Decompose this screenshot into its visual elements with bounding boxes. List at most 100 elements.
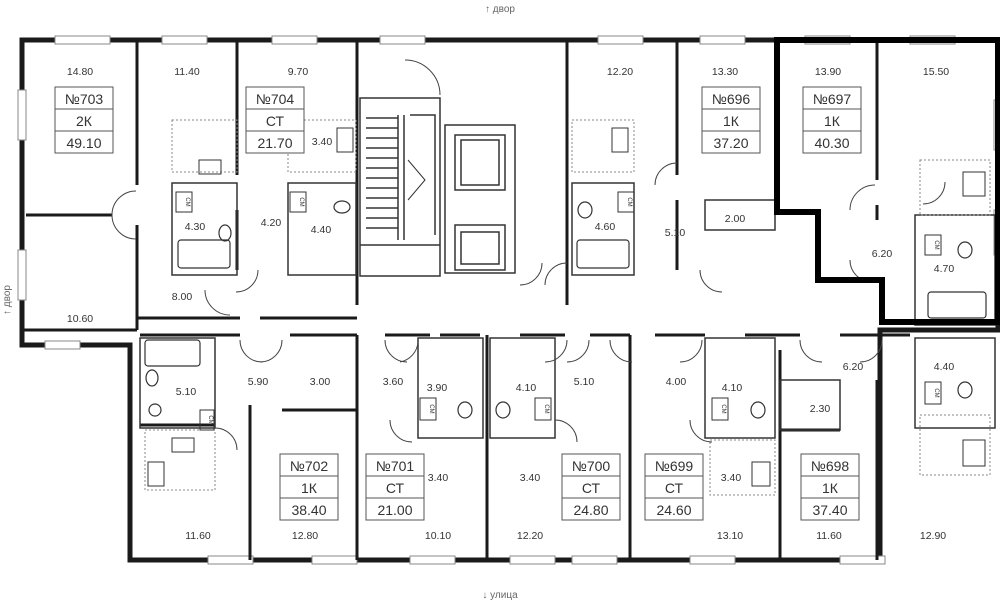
washer-icons: [175, 191, 942, 431]
apt-704-type: СТ: [266, 113, 285, 129]
apt-699-number: №699: [655, 458, 694, 474]
apt-696-number: №696: [712, 91, 751, 107]
kitchen-counters: [144, 119, 991, 496]
room-area: 5.10: [176, 386, 197, 398]
apt-699-type: СТ: [665, 480, 684, 496]
apartment-label-boxes: [54, 86, 862, 521]
room-area: 3.00: [310, 376, 331, 388]
apartment-label-703[interactable]: [54, 86, 114, 154]
apt-698-number: №698: [811, 458, 850, 474]
apartment-label-699[interactable]: [644, 453, 704, 521]
washer-labels: СМ СМ СМ СМ СМ СМ СМ СМ СМ: [184, 197, 939, 424]
washer-label: СМ: [543, 404, 549, 413]
apt-704-number: №704: [256, 91, 295, 107]
washer-label: СМ: [184, 197, 190, 206]
room-area: 8.00: [172, 291, 193, 303]
room-area: 6.20: [843, 361, 864, 373]
room-area: 4.20: [261, 217, 282, 229]
room-area: 6.20: [872, 248, 893, 260]
room-area: 4.00: [666, 376, 687, 388]
room-area: 15.50: [923, 66, 949, 78]
room-area: 2.30: [810, 403, 831, 415]
apt-701-area: 21.00: [377, 502, 412, 518]
apartment-label-702[interactable]: [279, 453, 339, 521]
room-area-labels: 14.80 11.40 9.70 3.40 12.20 13.30 13.90 …: [67, 66, 955, 542]
room-area: 11.60: [816, 530, 842, 542]
interior-walls-bottom: [22, 328, 910, 560]
room-area: 2.00: [725, 213, 746, 225]
room-area: 12.90: [920, 530, 946, 542]
room-area: 5.90: [248, 376, 269, 388]
apartment-label-698[interactable]: [800, 453, 860, 521]
room-area: 3.40: [312, 136, 333, 148]
room-area: 10.60: [67, 313, 93, 325]
room-area: 3.60: [383, 376, 404, 388]
room-area: 13.90: [815, 66, 841, 78]
room-area: 4.70: [934, 263, 955, 275]
apt-700-type: СТ: [582, 480, 601, 496]
room-area: 4.30: [185, 221, 206, 233]
room-area: 9.70: [288, 66, 309, 78]
room-area: 11.40: [174, 66, 200, 78]
orientation-bottom-label: ↓ улица: [482, 590, 518, 601]
washer-label: СМ: [207, 415, 213, 424]
room-area: 13.10: [717, 530, 743, 542]
room-area: 4.40: [934, 361, 955, 373]
apt-697-number: №697: [813, 91, 852, 107]
apt-702-number: №702: [290, 458, 329, 474]
interior-walls: [26, 40, 879, 330]
apt-703-area: 49.10: [66, 135, 101, 151]
room-area: 4.40: [311, 224, 332, 236]
apt-697-area: 40.30: [814, 135, 849, 151]
apt-700-number: №700: [572, 458, 611, 474]
room-area: 5.10: [665, 227, 686, 239]
apt-701-number: №701: [376, 458, 415, 474]
apt-699-area: 24.60: [656, 502, 691, 518]
room-area: 14.80: [67, 66, 93, 78]
room-area: 13.30: [712, 66, 738, 78]
apt-696-area: 37.20: [713, 135, 748, 151]
room-area: 12.80: [292, 530, 318, 542]
room-area: 3.40: [520, 472, 541, 484]
apartment-labels: №703 2К 49.10 №704 СТ 21.70 №696 1К 37.2…: [65, 91, 852, 518]
toilet-icons: [145, 200, 973, 419]
apt-700-area: 24.80: [573, 502, 608, 518]
room-area: 3.40: [721, 472, 742, 484]
apartment-label-701[interactable]: [365, 453, 425, 521]
apt-704-area: 21.70: [257, 135, 292, 151]
bathtub-icons: [144, 239, 987, 367]
washer-label: СМ: [933, 388, 939, 397]
room-area: 4.60: [595, 221, 616, 233]
washer-label: СМ: [720, 404, 726, 413]
room-area: 10.10: [425, 530, 451, 542]
washer-label: СМ: [298, 197, 304, 206]
orientation-left-label: ↑ двор: [2, 285, 13, 315]
orientation-top-label: ↑ двор: [485, 4, 515, 15]
apt-697-type: 1К: [824, 113, 841, 129]
apartment-label-700[interactable]: [561, 453, 621, 521]
room-area: 11.60: [185, 530, 211, 542]
apt-703-type: 2К: [76, 113, 93, 129]
room-area: 4.10: [722, 382, 743, 394]
room-area: 3.90: [427, 382, 448, 394]
apt-698-type: 1К: [822, 480, 839, 496]
room-area: 12.20: [517, 530, 543, 542]
apartment-label-dividers: [55, 108, 861, 499]
apt-698-area: 37.40: [812, 502, 847, 518]
apt-696-type: 1К: [723, 113, 740, 129]
apartment-label-696[interactable]: [701, 86, 761, 154]
apt-701-type: СТ: [386, 480, 405, 496]
room-area: 5.10: [574, 376, 595, 388]
door-swings: [111, 59, 946, 451]
stove-icons: [147, 127, 986, 487]
apt-702-area: 38.40: [291, 502, 326, 518]
washer-label: СМ: [626, 197, 632, 206]
stair-elevator-core: [359, 97, 516, 277]
apartment-label-697[interactable]: [802, 86, 862, 154]
washer-label: СМ: [428, 404, 434, 413]
apartment-label-704[interactable]: [245, 86, 305, 154]
washer-label: СМ: [933, 240, 939, 249]
room-area: 3.40: [428, 472, 449, 484]
apt-702-type: 1К: [301, 480, 318, 496]
